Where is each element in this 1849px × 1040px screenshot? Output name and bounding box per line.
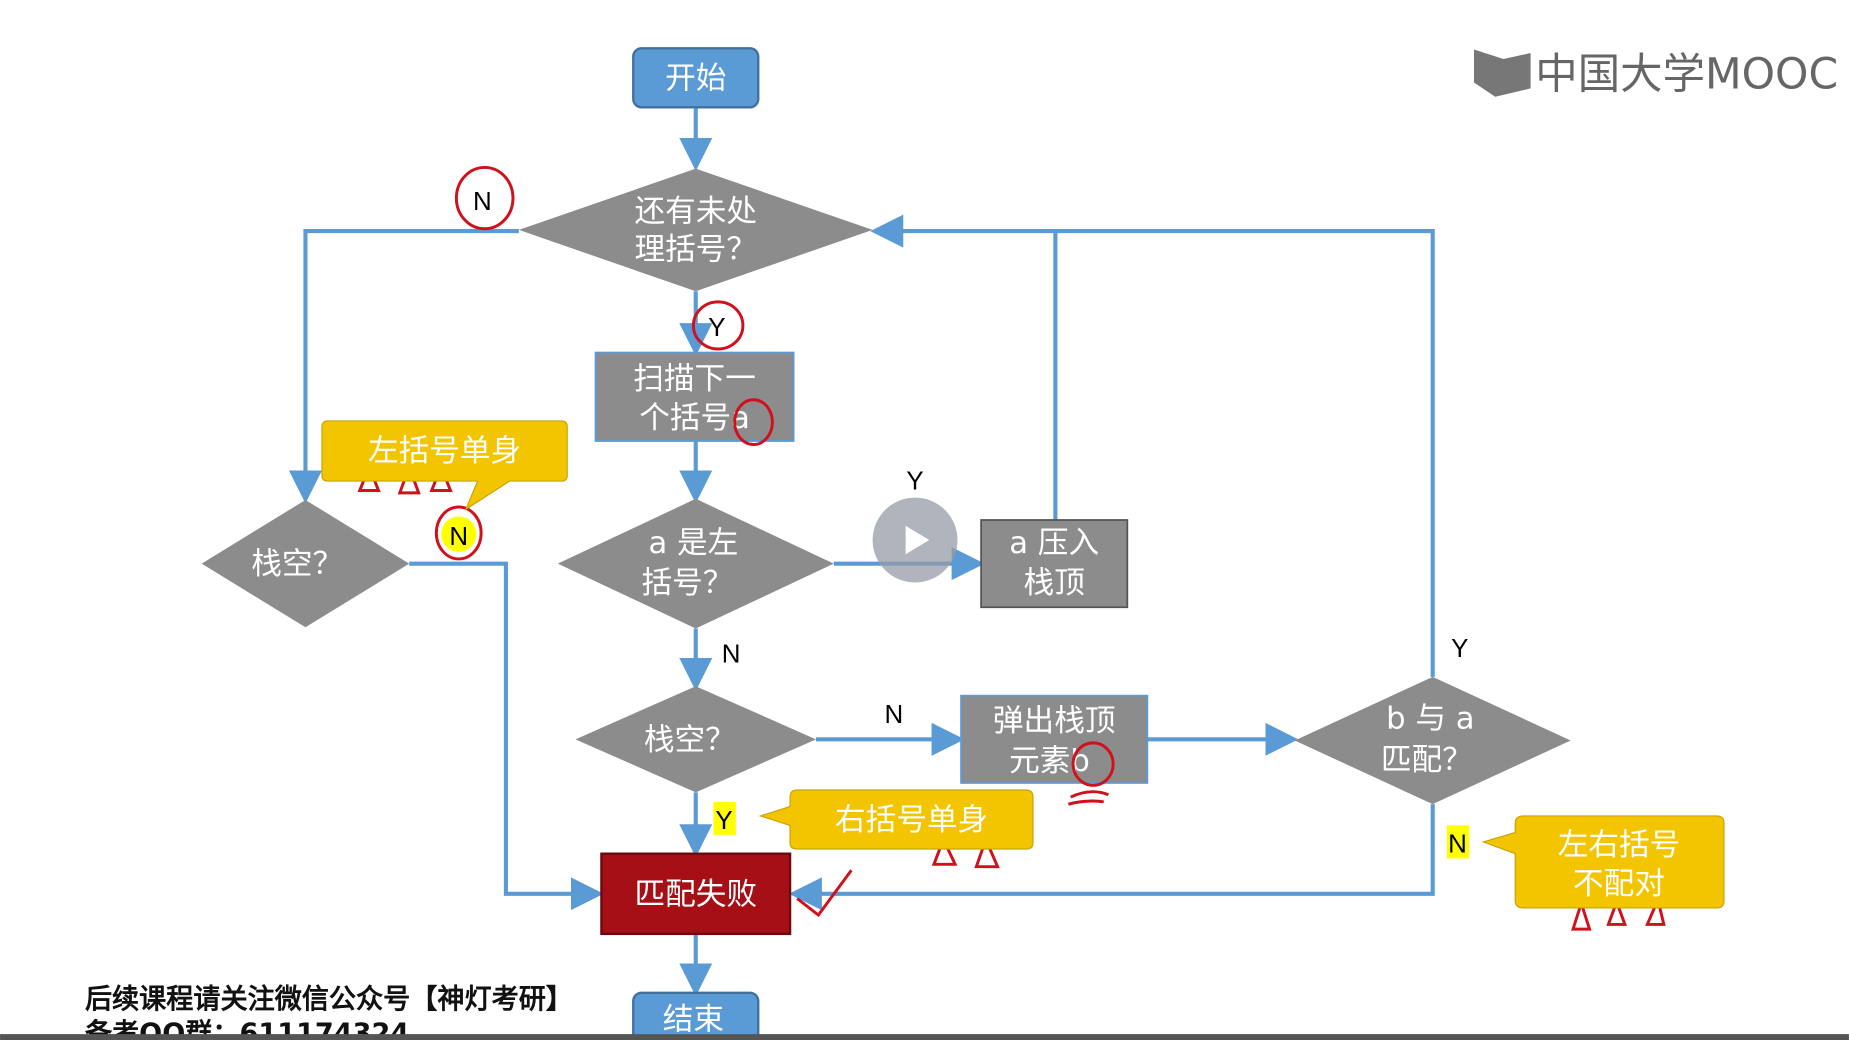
label: 左右括号 (1558, 828, 1681, 863)
end-node: 结束 (632, 991, 760, 1040)
logo-text: 中国大学MOOC (1535, 50, 1838, 99)
process-pop: 弹出栈顶 元素b (960, 694, 1149, 784)
label: 理括号？ (634, 232, 757, 267)
label: 匹配？ (1381, 743, 1473, 778)
edge-label-n: N (1448, 831, 1467, 859)
edge-label-n: N (884, 701, 903, 729)
label: 弹出栈顶 (993, 704, 1116, 739)
handwritten-annotations (357, 165, 1666, 931)
label: 栈空？ (644, 723, 736, 758)
play-button[interactable] (872, 497, 958, 583)
label: 括号？ (642, 566, 734, 601)
edge-label-n: N (449, 523, 468, 551)
video-progress-bar[interactable] (0, 1034, 1849, 1040)
callout-mismatch: 左右括号 不配对 (1481, 815, 1725, 909)
edge-label-y: Y (715, 807, 732, 835)
label: 不配对 (1573, 867, 1665, 902)
mooc-logo: 中国大学MOOC (1473, 49, 1838, 99)
label: 还有未处 (634, 195, 757, 230)
edge-label-y: Y (1451, 635, 1468, 663)
edge-label-n: N (722, 641, 741, 669)
callout-right-single: 右括号单身 (758, 789, 1034, 850)
play-icon (905, 525, 930, 555)
label: 栈空？ (251, 547, 343, 582)
label: a 是左 (648, 526, 738, 561)
decision-match: b 与 a 匹配？ (1294, 676, 1571, 805)
label: b 与 a (1386, 702, 1474, 737)
decision-has-unprocessed: 还有未处 理括号？ (518, 168, 873, 292)
footer-line1: 后续课程请关注微信公众号【神灯考研】 (85, 983, 573, 1015)
process-push: a 压入 栈顶 (980, 519, 1129, 609)
label: 栈顶 (1024, 566, 1085, 601)
start-node: 开始 (632, 47, 760, 109)
decision-stack-empty-mid: 栈空？ (575, 686, 817, 793)
edge-label-n: N (473, 188, 492, 216)
edge-label-y: Y (708, 314, 725, 342)
edge-label-y: Y (906, 467, 923, 495)
decision-is-left: a 是左 括号？ (557, 498, 834, 629)
label: 个括号a (639, 401, 750, 436)
start-label: 开始 (665, 61, 726, 96)
callout-left-single: 左括号单身 (321, 420, 568, 511)
label: 匹配失败 (634, 877, 757, 912)
label: 扫描下一 (633, 362, 756, 397)
connectors (288, 107, 1435, 997)
label: 左括号单身 (368, 434, 521, 469)
process-scan-next: 扫描下一 个括号a (594, 351, 795, 442)
label: 结束 (663, 1002, 724, 1037)
label: a 压入 (1009, 526, 1099, 561)
decision-stack-empty-left: 栈空？ (201, 499, 410, 628)
fail-node: 匹配失败 (600, 852, 792, 936)
label: 右括号单身 (835, 803, 988, 838)
